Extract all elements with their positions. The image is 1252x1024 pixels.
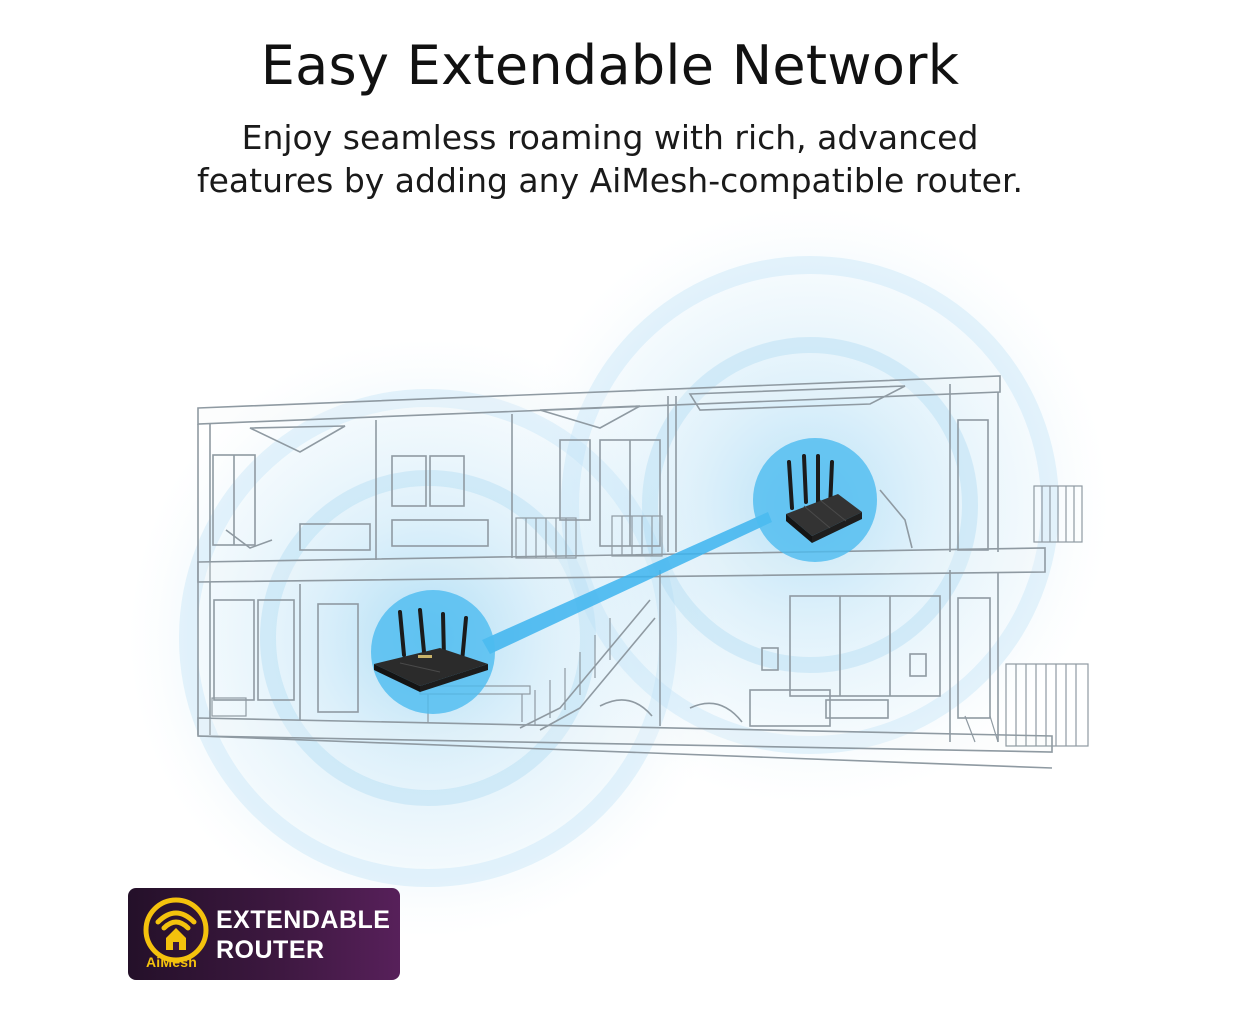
mesh-link-beam — [482, 512, 772, 654]
house-cutaway — [197, 375, 1089, 769]
extender-router — [786, 454, 862, 543]
badge-label-line-2: ROUTER — [216, 936, 325, 964]
aimesh-logo-text: AiMesh — [146, 954, 197, 970]
wifi-house-icon — [143, 897, 209, 963]
headline: Easy Extendable Network — [260, 34, 960, 97]
router-halo-right — [753, 438, 877, 562]
aimesh-extendable-router-badge: AiMesh EXTENDABLE ROUTER — [128, 888, 400, 980]
primary-router — [374, 608, 488, 692]
badge-label-line-1: EXTENDABLE — [216, 906, 391, 934]
subtitle-line-2: features by adding any AiMesh-compatible… — [197, 161, 1023, 200]
subtitle-line-1: Enjoy seamless roaming with rich, advanc… — [241, 118, 979, 157]
